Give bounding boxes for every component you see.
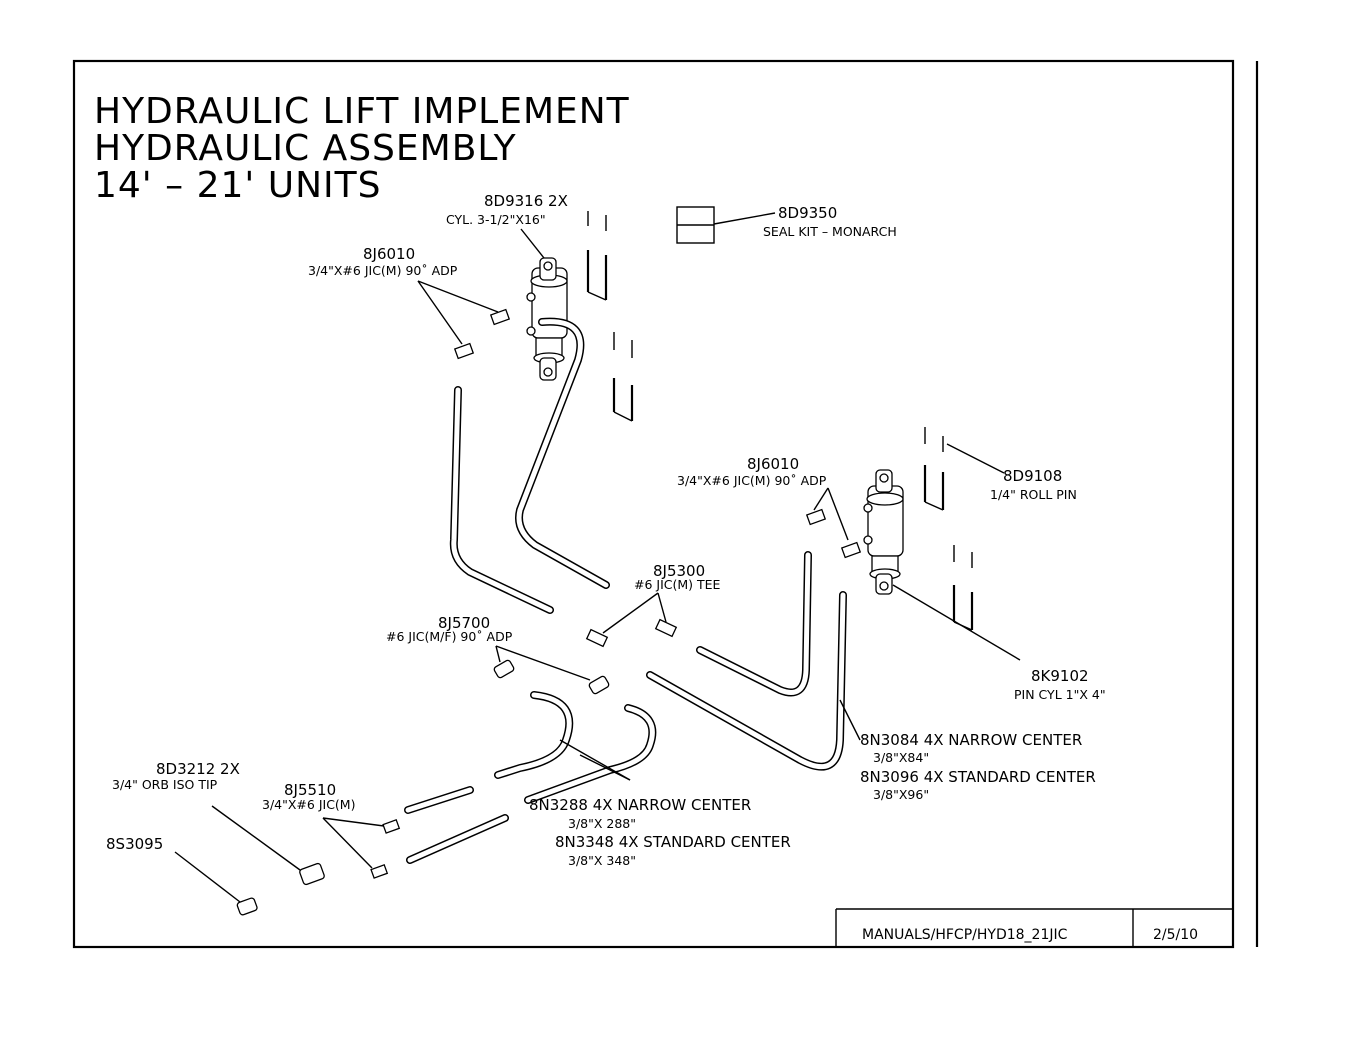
revision-date: 2/5/10 bbox=[1153, 927, 1198, 943]
leader-lines bbox=[174, 228, 1021, 903]
elbow-part-number: 8J5700 bbox=[438, 614, 490, 632]
dust-cap-part-number: 8S3095 bbox=[106, 835, 163, 853]
cylinder-part-number: 8D9316 2X bbox=[484, 192, 568, 210]
title-block: MANUALS/HFCP/HYD18_21JIC 2/5/10 bbox=[862, 927, 1198, 943]
tee-description: #6 JIC(M) TEE bbox=[634, 577, 721, 592]
roll-pins-right-icon bbox=[923, 427, 974, 631]
file-path: MANUALS/HFCP/HYD18_21JIC bbox=[862, 927, 1068, 943]
roll-pins-upper-icon bbox=[586, 211, 634, 422]
seal-kit-part-number: 8D9350 bbox=[778, 204, 837, 222]
jic-adapter-description: 3/4"X#6 JIC(M) bbox=[262, 797, 355, 812]
adapter-upper-icons bbox=[453, 308, 511, 360]
drawing-border bbox=[72, 59, 1259, 949]
iso-tip-part-number: 8D3212 2X bbox=[156, 760, 240, 778]
hoses bbox=[404, 317, 847, 864]
roll-pin-description: 1/4" ROLL PIN bbox=[990, 487, 1077, 502]
cylinder-description: CYL. 3-1/2"X16" bbox=[446, 212, 546, 227]
hose-short-standard-length: 3/8"X96" bbox=[873, 787, 929, 802]
hose-long-standard-length: 3/8"X 348" bbox=[568, 853, 636, 868]
callouts: 8D9316 2X CYL. 3-1/2"X16" 8D9350 SEAL KI… bbox=[106, 192, 1106, 868]
iso-tip-description: 3/4" ORB ISO TIP bbox=[112, 777, 218, 792]
title-line-1: HYDRAULIC LIFT IMPLEMENT bbox=[94, 91, 630, 132]
pin-cylinder-description: PIN CYL 1"X 4" bbox=[1014, 687, 1106, 702]
hose-long-narrow-length: 3/8"X 288" bbox=[568, 816, 636, 831]
adapter-right-description: 3/4"X#6 JIC(M) 90˚ ADP bbox=[677, 473, 827, 488]
hose-short-narrow: 8N3084 4X NARROW CENTER bbox=[860, 731, 1082, 749]
seal-kit-description: SEAL KIT – MONARCH bbox=[763, 224, 897, 239]
fittings-center bbox=[493, 618, 678, 695]
jic-adapter-part-number: 8J5510 bbox=[284, 781, 336, 799]
seal-kit-icon bbox=[676, 206, 776, 244]
drawing-title: HYDRAULIC LIFT IMPLEMENT HYDRAULIC ASSEM… bbox=[94, 91, 630, 206]
adapter-left-part-number: 8J6010 bbox=[363, 245, 415, 263]
pin-cylinder-part-number: 8K9102 bbox=[1031, 667, 1089, 685]
hose-short-standard: 8N3096 4X STANDARD CENTER bbox=[860, 768, 1096, 786]
cylinder-right-icon bbox=[805, 469, 904, 595]
adapter-right-part-number: 8J6010 bbox=[747, 455, 799, 473]
adapter-left-description: 3/4"X#6 JIC(M) 90˚ ADP bbox=[308, 263, 458, 278]
title-line-3: 14' – 21' UNITS bbox=[94, 165, 381, 206]
tee-part-number: 8J5300 bbox=[653, 562, 705, 580]
elbow-description: #6 JIC(M/F) 90˚ ADP bbox=[386, 629, 513, 644]
hose-long-standard: 8N3348 4X STANDARD CENTER bbox=[555, 833, 791, 851]
hose-short-narrow-length: 3/8"X84" bbox=[873, 750, 929, 765]
fittings-bottom-left bbox=[236, 819, 401, 916]
roll-pin-part-number: 8D9108 bbox=[1003, 467, 1062, 485]
title-line-2: HYDRAULIC ASSEMBLY bbox=[94, 128, 517, 169]
hose-long-narrow: 8N3288 4X NARROW CENTER bbox=[529, 796, 751, 814]
